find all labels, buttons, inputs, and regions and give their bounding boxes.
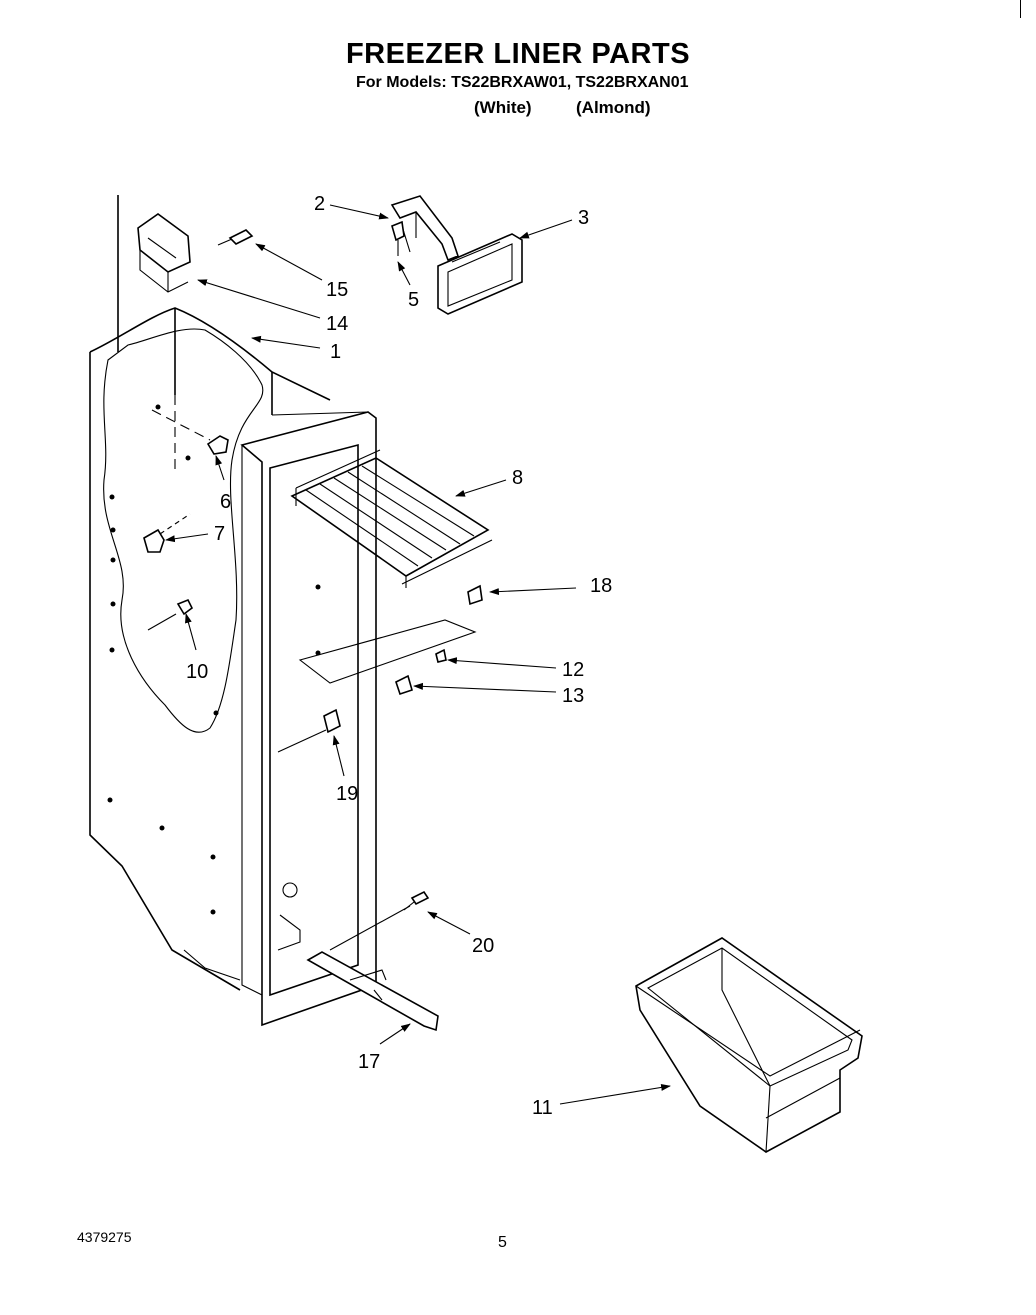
- models-subtitle: For Models: TS22BRXAW01, TS22BRXAN01: [356, 74, 689, 91]
- callout-15: 15: [326, 279, 348, 301]
- callout-10: 10: [186, 661, 208, 683]
- screw-part-15: [217, 229, 254, 246]
- callout-17: 17: [358, 1051, 380, 1073]
- rail-part-17: [306, 951, 439, 1032]
- callout-7: 7: [214, 523, 225, 545]
- callout-19: 19: [336, 783, 358, 805]
- leader-lines: [165, 204, 671, 1105]
- clip-part-12: [435, 648, 447, 663]
- liner-holes: [107, 404, 321, 915]
- variant-almond-label: (Almond): [576, 98, 651, 117]
- clip-part-6: [206, 435, 229, 455]
- callout-6: 6: [220, 491, 231, 513]
- bracket-part-14: [137, 213, 191, 293]
- page-number: 5: [498, 1234, 507, 1251]
- screw-part-20: [329, 890, 430, 951]
- callout-8: 8: [512, 467, 523, 489]
- callout-5: 5: [408, 289, 419, 311]
- callout-labels: 1 2 3 5 6 7 8 10 11 12 13 14 15 17 18 19…: [186, 193, 612, 1119]
- clip-part-19: [277, 708, 341, 753]
- callout-1: 1: [330, 341, 341, 363]
- callout-14: 14: [326, 313, 348, 335]
- callout-2: 2: [314, 193, 325, 215]
- clip-part-18: [467, 584, 483, 606]
- panel-part-3: [437, 233, 523, 315]
- callout-20: 20: [472, 935, 494, 957]
- variant-white-label: (White): [474, 98, 532, 117]
- diagram-title: FREEZER LINER PARTS: [345, 38, 691, 70]
- screw-part-5: [391, 220, 405, 256]
- clip-part-10: [147, 598, 194, 631]
- clip-part-13: [395, 674, 413, 696]
- bin-part-11: [635, 937, 863, 1153]
- callout-11: 11: [532, 1097, 553, 1119]
- page-edge-mark: [1020, 0, 1021, 18]
- document-number: 4379275: [77, 1229, 132, 1245]
- callout-18: 18: [590, 575, 612, 597]
- callout-13: 13: [562, 685, 584, 707]
- callout-12: 12: [562, 659, 584, 681]
- clip-part-7: [143, 513, 191, 553]
- callout-3: 3: [578, 207, 589, 229]
- wire-shelf-part-8: [290, 449, 493, 588]
